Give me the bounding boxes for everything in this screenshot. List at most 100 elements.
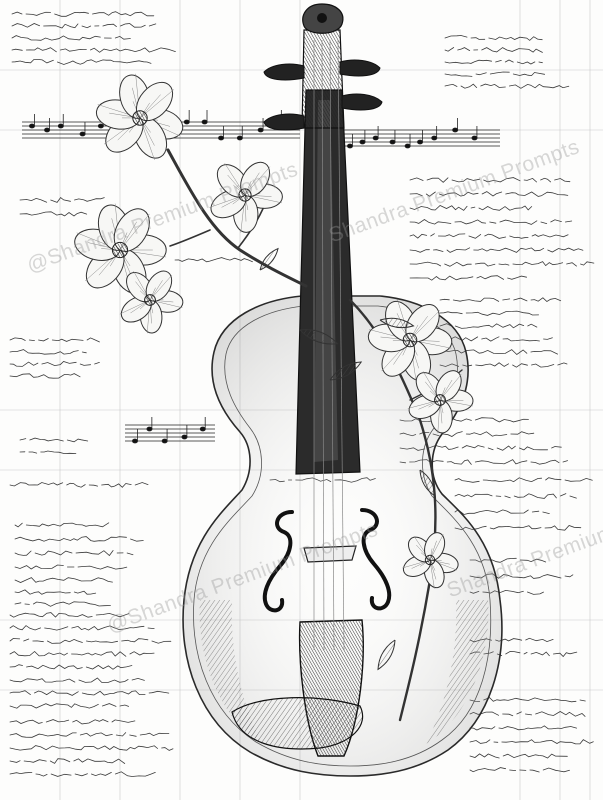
scribble-line <box>409 275 527 281</box>
scribble-line <box>14 550 134 557</box>
scribble-line <box>174 257 253 263</box>
music-note <box>181 434 188 440</box>
music-note <box>199 426 206 432</box>
scribble-line <box>11 47 176 53</box>
scribble-line <box>9 482 149 488</box>
scribble-line <box>19 211 88 217</box>
flower <box>367 299 453 382</box>
music-note <box>236 135 243 141</box>
violin-string <box>337 39 345 651</box>
scribble-line <box>9 612 130 618</box>
scribble-line <box>9 758 126 764</box>
music-note <box>346 143 353 149</box>
scribble-line <box>454 493 577 499</box>
scribble-line <box>9 771 156 777</box>
flower <box>209 161 283 233</box>
violin-f-hole-right <box>360 508 392 611</box>
scribble-line <box>9 337 100 343</box>
scribble-line <box>11 35 131 41</box>
music-note <box>183 119 190 125</box>
violin-pegs <box>263 59 383 131</box>
scribble-line <box>9 625 155 631</box>
scribble-line <box>15 565 131 569</box>
scribble-line <box>409 247 584 253</box>
scribble-line <box>469 739 594 745</box>
scribble-line <box>410 234 572 239</box>
scribble-line <box>9 719 136 725</box>
music-note <box>146 426 153 432</box>
branch-stem <box>166 148 308 288</box>
scribble-line <box>409 219 573 225</box>
flower-center <box>132 110 148 126</box>
scribble-line <box>19 450 77 455</box>
scribble-line <box>14 522 110 528</box>
violin-string <box>329 39 335 651</box>
scribble-line <box>454 477 593 483</box>
violin-string <box>321 39 325 651</box>
leaf <box>259 247 279 271</box>
leaf <box>419 469 436 497</box>
scribble-line <box>9 650 155 657</box>
scribble-line <box>9 677 145 683</box>
music-note <box>44 127 51 133</box>
scribble-line <box>444 59 543 65</box>
scribble-line <box>14 577 113 583</box>
violin-strings <box>313 39 345 651</box>
music-note <box>404 143 411 149</box>
scribble-line <box>469 711 586 717</box>
scribble-line <box>444 71 545 77</box>
music-note <box>161 438 168 444</box>
music-note <box>359 139 366 145</box>
scribble-line <box>439 323 538 329</box>
music-note <box>57 123 64 129</box>
flower-center <box>144 294 156 306</box>
scribble-line <box>445 84 573 88</box>
music-note <box>28 123 35 129</box>
scribble-line <box>11 59 152 65</box>
music-note <box>431 135 438 141</box>
scribble-line <box>15 537 147 542</box>
music-note <box>79 131 86 137</box>
scribble-line <box>439 310 539 316</box>
flower-center <box>111 241 129 259</box>
flower <box>407 370 474 434</box>
music-note <box>97 123 104 129</box>
scribble-line <box>444 47 543 53</box>
scribble-line <box>409 177 571 183</box>
music-note <box>417 139 424 145</box>
music-note <box>452 127 459 133</box>
music-note <box>257 127 264 133</box>
violin-bridge <box>303 545 357 563</box>
flower <box>402 532 459 589</box>
violin-chinrest <box>231 697 364 750</box>
scribble-line <box>9 745 174 751</box>
scribble-line <box>19 437 89 443</box>
scribble-line <box>469 767 570 773</box>
music-note <box>389 139 396 145</box>
branch-twig <box>169 229 211 247</box>
scribble-line <box>9 664 133 670</box>
scribble-line <box>410 262 598 267</box>
scribble-line <box>9 690 170 696</box>
scribble-line <box>19 197 105 203</box>
scribble-line <box>469 725 577 731</box>
music-note <box>372 135 379 141</box>
scribble-line <box>409 205 533 211</box>
flower-center <box>402 332 418 348</box>
violin-body-hatching <box>199 600 489 744</box>
scribble-line <box>15 602 115 607</box>
scribble-line <box>454 509 550 515</box>
scribble-line <box>9 703 129 709</box>
scribble-line <box>9 373 81 379</box>
scribble-line <box>10 362 103 367</box>
scribble-line <box>9 732 170 738</box>
scribble-line <box>12 24 160 29</box>
leaf <box>377 639 396 671</box>
scribble-line <box>439 297 562 302</box>
music-note <box>471 135 478 141</box>
scribble-line <box>11 11 155 17</box>
music-note <box>131 438 138 444</box>
scribble-line <box>9 349 87 355</box>
